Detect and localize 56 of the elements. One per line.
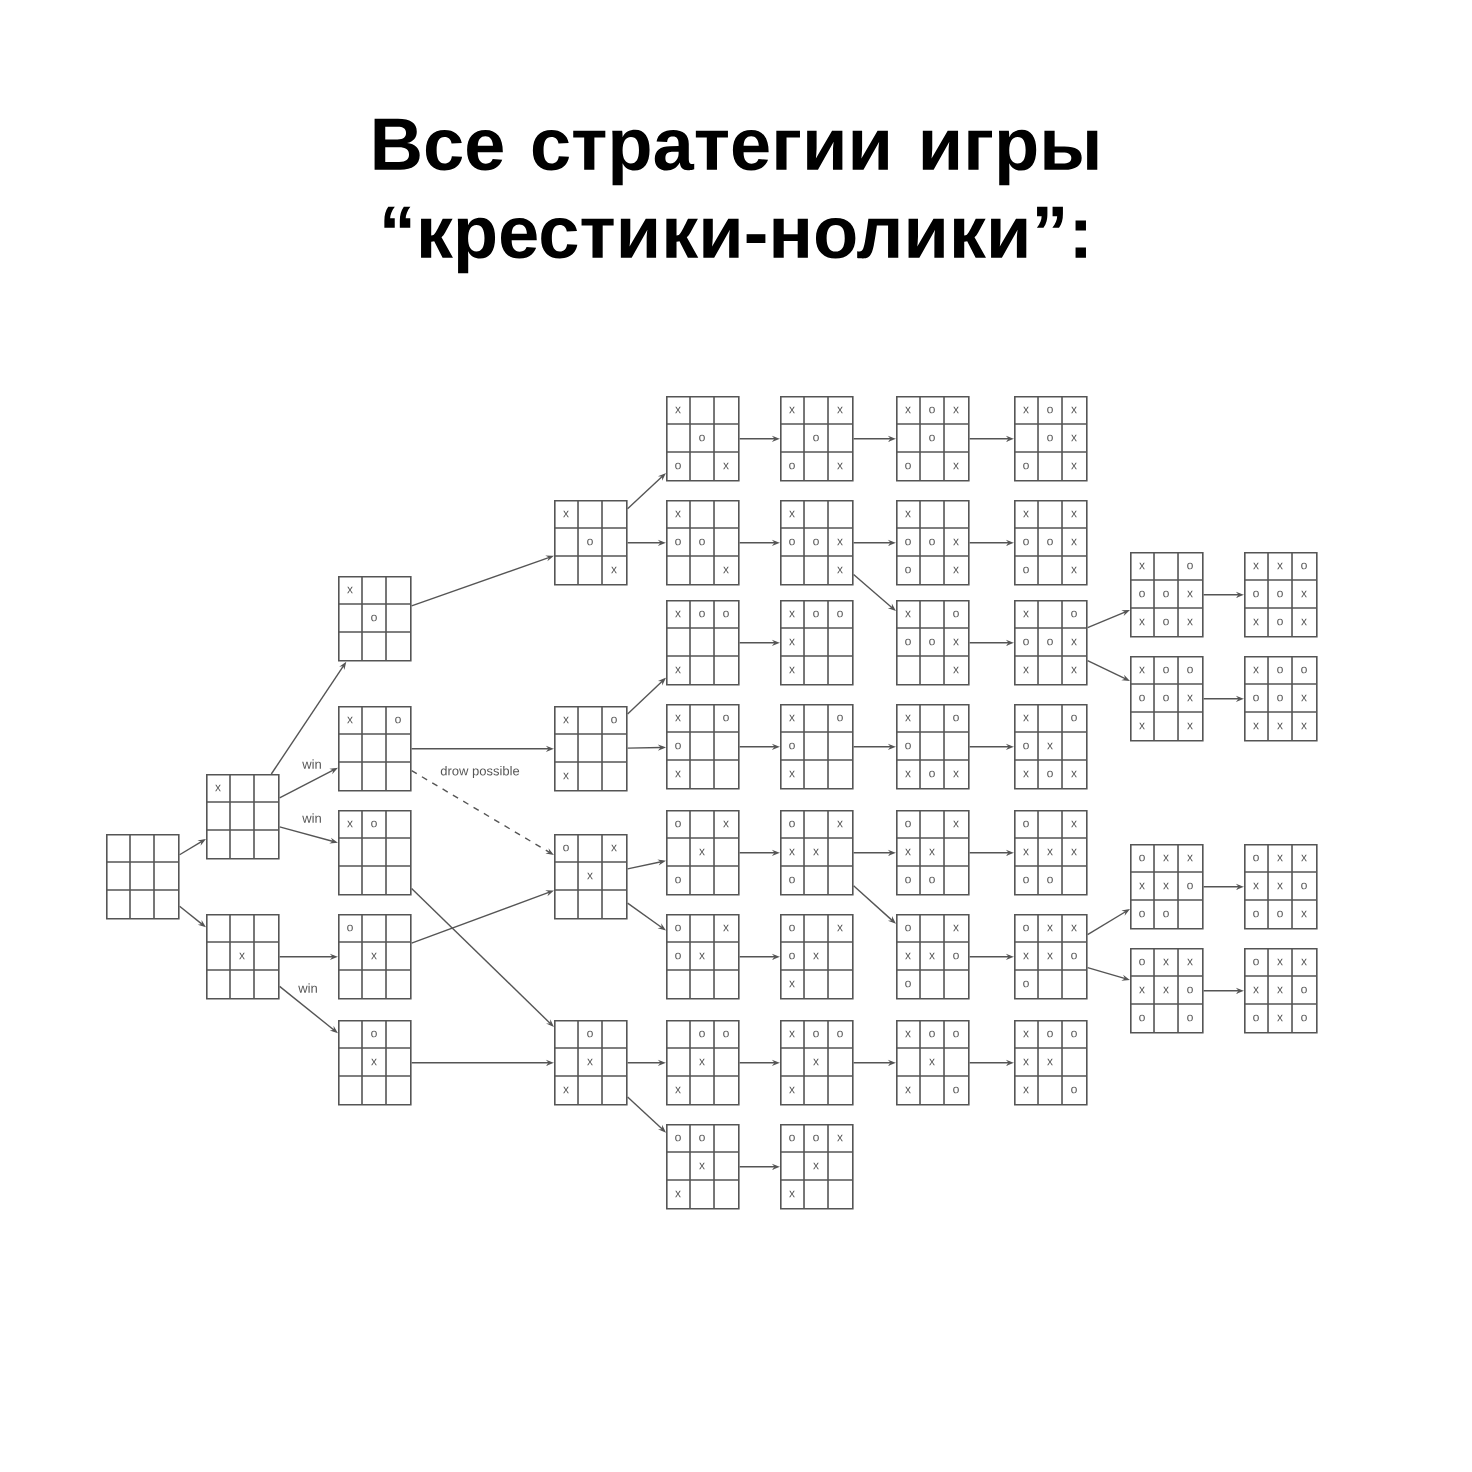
- board-grid: [1013, 703, 1088, 790]
- board-grid: [779, 809, 854, 896]
- board-grid: [553, 705, 628, 792]
- board-grid: [1129, 655, 1204, 742]
- board-grid: [1129, 551, 1204, 638]
- board-grid: [779, 395, 854, 482]
- board-grid: [105, 833, 180, 920]
- board-grid: [665, 499, 740, 586]
- arrow: [852, 885, 896, 924]
- board-grid: [779, 703, 854, 790]
- board-grid: [665, 703, 740, 790]
- board-grid: [665, 1123, 740, 1210]
- board-grid: [665, 395, 740, 482]
- board-grid: [895, 913, 970, 1000]
- board-grid: [779, 499, 854, 586]
- board-grid: [337, 705, 412, 792]
- board-grid: [553, 833, 628, 920]
- board-grid: [1013, 499, 1088, 586]
- board-grid: [779, 1019, 854, 1106]
- arrow: [1086, 909, 1130, 936]
- board-grid: [895, 499, 970, 586]
- board-grid: [205, 773, 280, 860]
- board-grid: [895, 599, 970, 686]
- board-grid: [895, 809, 970, 896]
- board-grid: [1013, 599, 1088, 686]
- arrow: [626, 902, 666, 931]
- board-grid: [1129, 947, 1204, 1034]
- board-grid: [337, 809, 412, 896]
- board-grid: [1243, 947, 1318, 1034]
- board-grid: [1013, 395, 1088, 482]
- board-grid: [895, 703, 970, 790]
- board-grid: [553, 499, 628, 586]
- board-grid: [337, 1019, 412, 1106]
- board-grid: [895, 395, 970, 482]
- board-grid: [665, 913, 740, 1000]
- board-grid: [1013, 913, 1088, 1000]
- board-grid: [1129, 843, 1204, 930]
- board-grid: [665, 599, 740, 686]
- board-grid: [1243, 551, 1318, 638]
- board-grid: [205, 913, 280, 1000]
- arrow: [410, 769, 554, 855]
- board-grid: [1013, 809, 1088, 896]
- board-grid: [1243, 655, 1318, 742]
- board-grid: [779, 1123, 854, 1210]
- board-grid: [337, 913, 412, 1000]
- board-grid: [337, 575, 412, 662]
- board-grid: [895, 1019, 970, 1106]
- arrow: [626, 473, 666, 510]
- board-grid: [1243, 843, 1318, 930]
- board-grid: [779, 913, 854, 1000]
- board-grid: [1013, 1019, 1088, 1106]
- board-grid: [779, 599, 854, 686]
- board-grid: [553, 1019, 628, 1106]
- board-grid: [665, 809, 740, 896]
- board-grid: [665, 1019, 740, 1106]
- title: Все стратегии игры “крестики-нолики”:: [374, 118, 1098, 274]
